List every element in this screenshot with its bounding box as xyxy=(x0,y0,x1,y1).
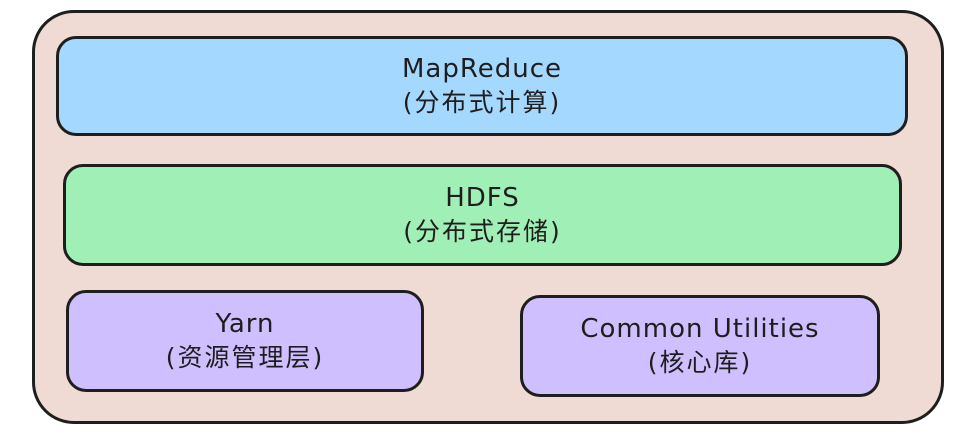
mapreduce-layer: MapReduce (分布式计算) xyxy=(56,36,908,136)
common-utilities-layer: Common Utilities (核心库) xyxy=(520,295,880,397)
yarn-title: Yarn xyxy=(215,309,275,339)
common-utilities-title: Common Utilities xyxy=(580,314,820,344)
yarn-layer: Yarn (资源管理层) xyxy=(66,290,424,392)
hdfs-layer: HDFS (分布式存储) xyxy=(63,164,902,266)
common-utilities-description: (核心库) xyxy=(647,348,753,377)
mapreduce-description: (分布式计算) xyxy=(402,88,562,117)
yarn-description: (资源管理层) xyxy=(165,343,325,372)
hdfs-description: (分布式存储) xyxy=(403,217,562,246)
hdfs-title: HDFS xyxy=(445,183,520,213)
mapreduce-title: MapReduce xyxy=(401,54,563,84)
